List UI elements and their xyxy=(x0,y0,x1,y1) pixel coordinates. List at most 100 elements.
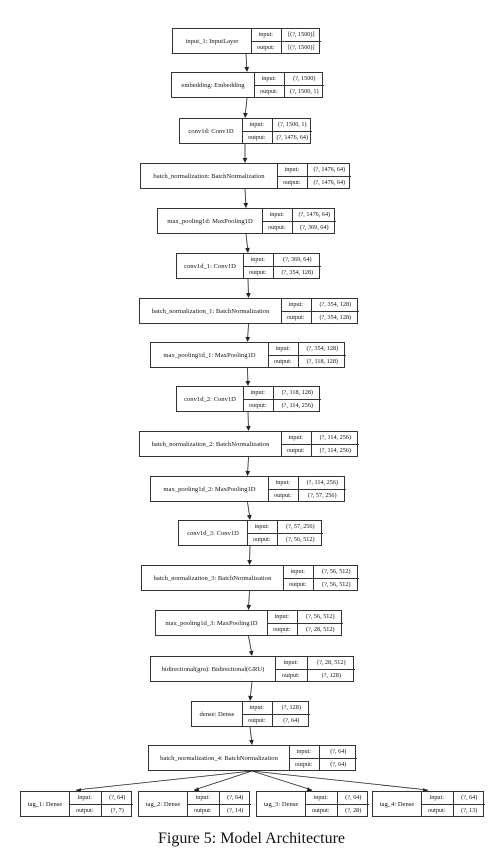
edge-line xyxy=(251,770,313,791)
layer-input-row: input:(?, 64) xyxy=(421,792,485,804)
layer-output-label: output: xyxy=(254,85,285,97)
layer-name: conv1d_3: Conv1D xyxy=(179,521,248,545)
layer-input-shape: (?, 128) xyxy=(281,704,301,712)
layer-input-row: input:(?, 1500) xyxy=(254,73,324,85)
layer-output-label: output: xyxy=(69,804,102,816)
layer-input-shape: (?, 57, 256) xyxy=(286,523,315,531)
layer-input-shape: [(?, 1500)] xyxy=(288,31,315,39)
layer-input-label: input: xyxy=(283,566,314,578)
layer-output-label: output: xyxy=(283,578,314,590)
layer-output-row: output: (?, 7) xyxy=(69,803,133,816)
layer-input-label: input: xyxy=(268,477,299,489)
layer-input-shape: (?, 64) xyxy=(109,794,126,802)
layer-output-shape: (?, 128) xyxy=(321,671,341,679)
layer-output-shape: (?, 28) xyxy=(345,806,362,814)
layer-name: batch_normalization_3: BatchNormalizatio… xyxy=(142,566,284,590)
layer-input-row: input:(?, 64) xyxy=(289,746,357,758)
layer-output-label: output: xyxy=(277,176,308,188)
layer-name: dense: Dense xyxy=(192,702,243,726)
layer-name: tag_4: Dense xyxy=(373,792,422,816)
layer-input-row: input:(?, 1476, 64) xyxy=(277,164,351,176)
layer-node: batch_normalization_2: BatchNormalizatio… xyxy=(139,431,359,457)
layer-input-label: input: xyxy=(267,611,298,623)
layer-input-shape: (?, 64) xyxy=(461,794,478,802)
layer-io-table: input:(?, 369, 64)output:(?, 354, 128) xyxy=(243,254,321,278)
layer-output-row: output: (?, 128) xyxy=(275,668,355,681)
layer-input-row: input: (?, 64) xyxy=(305,792,369,804)
layer-input-shape: (?, 114, 256) xyxy=(306,479,338,487)
layer-input-label: input: xyxy=(187,792,220,804)
layer-input-shape: (?, 64) xyxy=(345,794,362,802)
layer-io-table: input:(?, 64)output:(?, 28) xyxy=(305,792,369,816)
edge-arrowhead xyxy=(245,336,251,342)
layer-input-shape: (?, 354, 128) xyxy=(306,345,339,353)
layer-input-shape: (?, 64) xyxy=(227,794,244,802)
layer-output-row: output:(?, 118, 128) xyxy=(268,354,346,367)
layer-input-row: input: (?, 56, 512) xyxy=(267,611,343,623)
layer-input-shape: (?, 114, 256) xyxy=(319,434,351,442)
edge-arrowhead xyxy=(248,695,253,701)
layer-input-shape: (?, 64) xyxy=(330,748,347,756)
layer-output-row: output:(?, 1476, 64) xyxy=(242,130,312,143)
layer-output-row: output: (?, 56, 512) xyxy=(283,577,359,590)
layer-output-label: output: xyxy=(275,669,308,681)
layer-input-shape: (?, 1500, 1) xyxy=(278,121,307,129)
layer-io-table: input:(?, 114, 256)output:(?, 57, 256) xyxy=(268,477,346,501)
layer-name: batch_normalization_4: BatchNormalizatio… xyxy=(149,746,290,770)
layer-input-label: input: xyxy=(69,792,102,804)
layer-input-label: input: xyxy=(305,792,338,804)
layer-output-row: output:(?, 28, 512) xyxy=(267,622,343,635)
edge-arrowhead xyxy=(245,425,251,431)
layer-input-shape: (?, 56, 512) xyxy=(306,613,335,621)
layer-output-label: output: xyxy=(268,355,299,367)
layer-name: conv1d: Conv1D xyxy=(180,119,243,143)
layer-output-label: output: xyxy=(251,41,282,53)
layer-output-shape: (?, 1476, 64) xyxy=(313,178,346,186)
layer-output-label: output: xyxy=(242,714,273,726)
layer-node: batch_normalization_4: BatchNormalizatio… xyxy=(148,745,357,771)
layer-input-label: input: xyxy=(281,432,312,444)
layer-output-shape: (?, 56, 512) xyxy=(322,580,351,588)
layer-input-row: input:(?, 56, 512) xyxy=(283,566,359,578)
layer-input-label: input: xyxy=(251,29,282,41)
layer-output-shape: (?, 7) xyxy=(110,806,124,814)
layer-node: batch_normalization_1: BatchNormalizatio… xyxy=(139,298,359,324)
edge-arrowhead xyxy=(249,739,254,745)
edge-arrowhead xyxy=(245,292,251,298)
layer-input-shape: (?, 1500) xyxy=(293,75,316,83)
layer-output-shape: (?, 57, 256) xyxy=(308,491,337,499)
layer-output-row: output:(?, 114, 256) xyxy=(243,398,321,411)
layer-output-label: output: xyxy=(421,804,454,816)
layer-output-label: output: xyxy=(243,399,274,411)
layer-name: batch_normalization_2: BatchNormalizatio… xyxy=(140,432,282,456)
edge-line xyxy=(193,770,253,791)
layer-input-label: input: xyxy=(277,164,308,176)
edge-arrowhead xyxy=(246,604,252,610)
layer-io-table: input:(?, 354, 128)output:(?, 118, 128) xyxy=(268,343,346,367)
layer-io-table: input:(?, 28, 512)output:(?, 128) xyxy=(275,657,355,681)
layer-output-label: output: xyxy=(289,758,320,770)
layer-input-label: input: xyxy=(262,209,293,221)
layer-output-label: output: xyxy=(187,804,220,816)
layer-input-row: input:(?, 1500, 1) xyxy=(242,119,312,131)
edge-arrowhead xyxy=(245,470,251,476)
layer-name: batch_normalization: BatchNormalization xyxy=(141,164,278,188)
layer-io-table: input:(?, 1476, 64)output: (?, 1476, 64) xyxy=(277,164,351,188)
layer-input-row: input:(?, 354, 128) xyxy=(281,299,359,311)
layer-input-shape: (?, 28, 512) xyxy=(317,659,346,667)
edge-arrowhead xyxy=(248,650,254,656)
layer-output-row: output:(?, 354, 128) xyxy=(243,265,321,278)
layer-input-row: input: (?, 64) xyxy=(187,792,251,804)
layer-input-shape: (?, 369, 64) xyxy=(283,256,312,264)
layer-output-shape: (?, 56, 512) xyxy=(286,535,315,543)
layer-output-label: output: xyxy=(281,444,312,456)
layer-name: max_pooling1d_2: MaxPooling1D xyxy=(151,477,269,501)
